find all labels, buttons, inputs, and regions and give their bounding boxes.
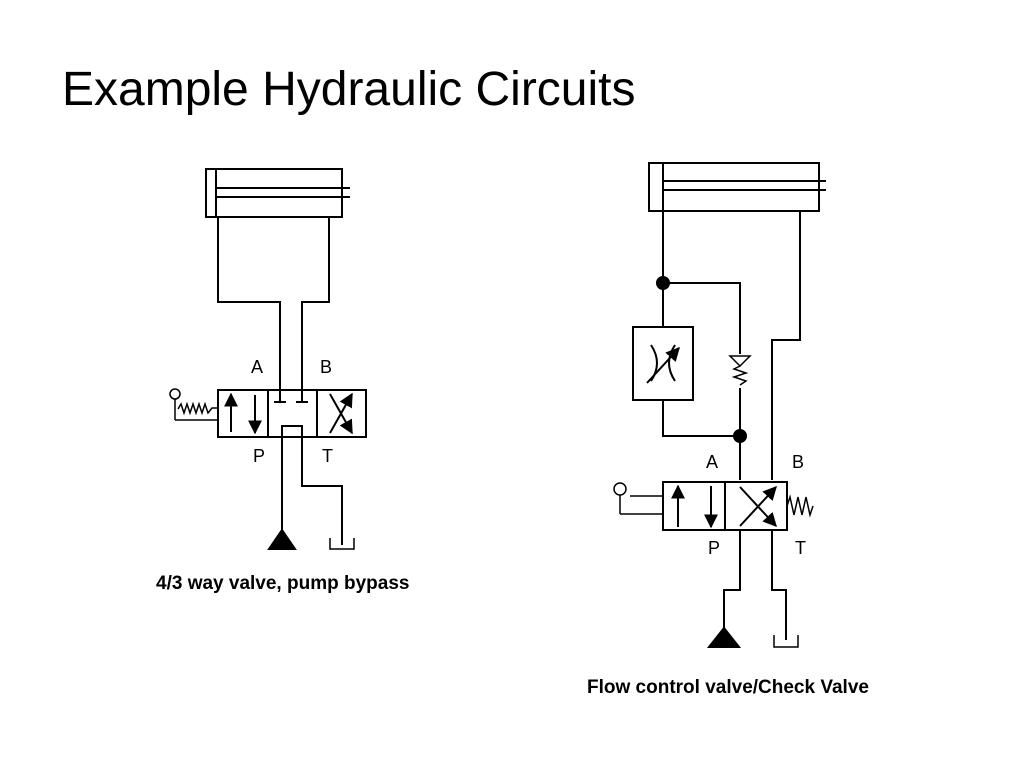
slide-title: Example Hydraulic Circuits — [62, 63, 636, 116]
spring-return-icon — [786, 494, 814, 518]
port-labels-right: A B P T — [706, 452, 806, 558]
pump-icon — [267, 528, 297, 550]
junction-dot — [656, 276, 670, 290]
tank-icon — [773, 635, 799, 648]
directional-valve-right — [662, 481, 788, 531]
port-label-t: T — [322, 446, 333, 466]
manual-lever-actuator-right — [613, 482, 663, 515]
port-label-p: P — [708, 538, 720, 558]
hydraulic-lines-right — [662, 211, 801, 640]
circuit-right — [613, 162, 826, 648]
check-valve — [728, 355, 752, 386]
tank-icon — [329, 538, 355, 550]
port-label-a: A — [251, 357, 263, 377]
hydraulic-lines-left — [217, 217, 343, 545]
caption-left: 4/3 way valve, pump bypass — [156, 573, 410, 594]
pump-icon — [706, 626, 742, 648]
manual-lever-actuator-left — [169, 388, 218, 421]
port-label-a: A — [706, 452, 718, 472]
directional-valve-4-3 — [217, 389, 367, 438]
junction-dot — [733, 429, 747, 443]
flow-control-valve — [632, 326, 694, 401]
port-label-b: B — [792, 452, 804, 472]
port-label-t: T — [795, 538, 806, 558]
port-label-b: B — [320, 357, 332, 377]
hydraulic-cylinder-right — [648, 162, 826, 212]
hydraulic-cylinder-left — [205, 168, 350, 218]
port-label-p: P — [253, 446, 265, 466]
circuit-left — [169, 168, 367, 550]
caption-right: Flow control valve/Check Valve — [587, 677, 869, 698]
port-labels-left: A B P T — [251, 357, 333, 466]
